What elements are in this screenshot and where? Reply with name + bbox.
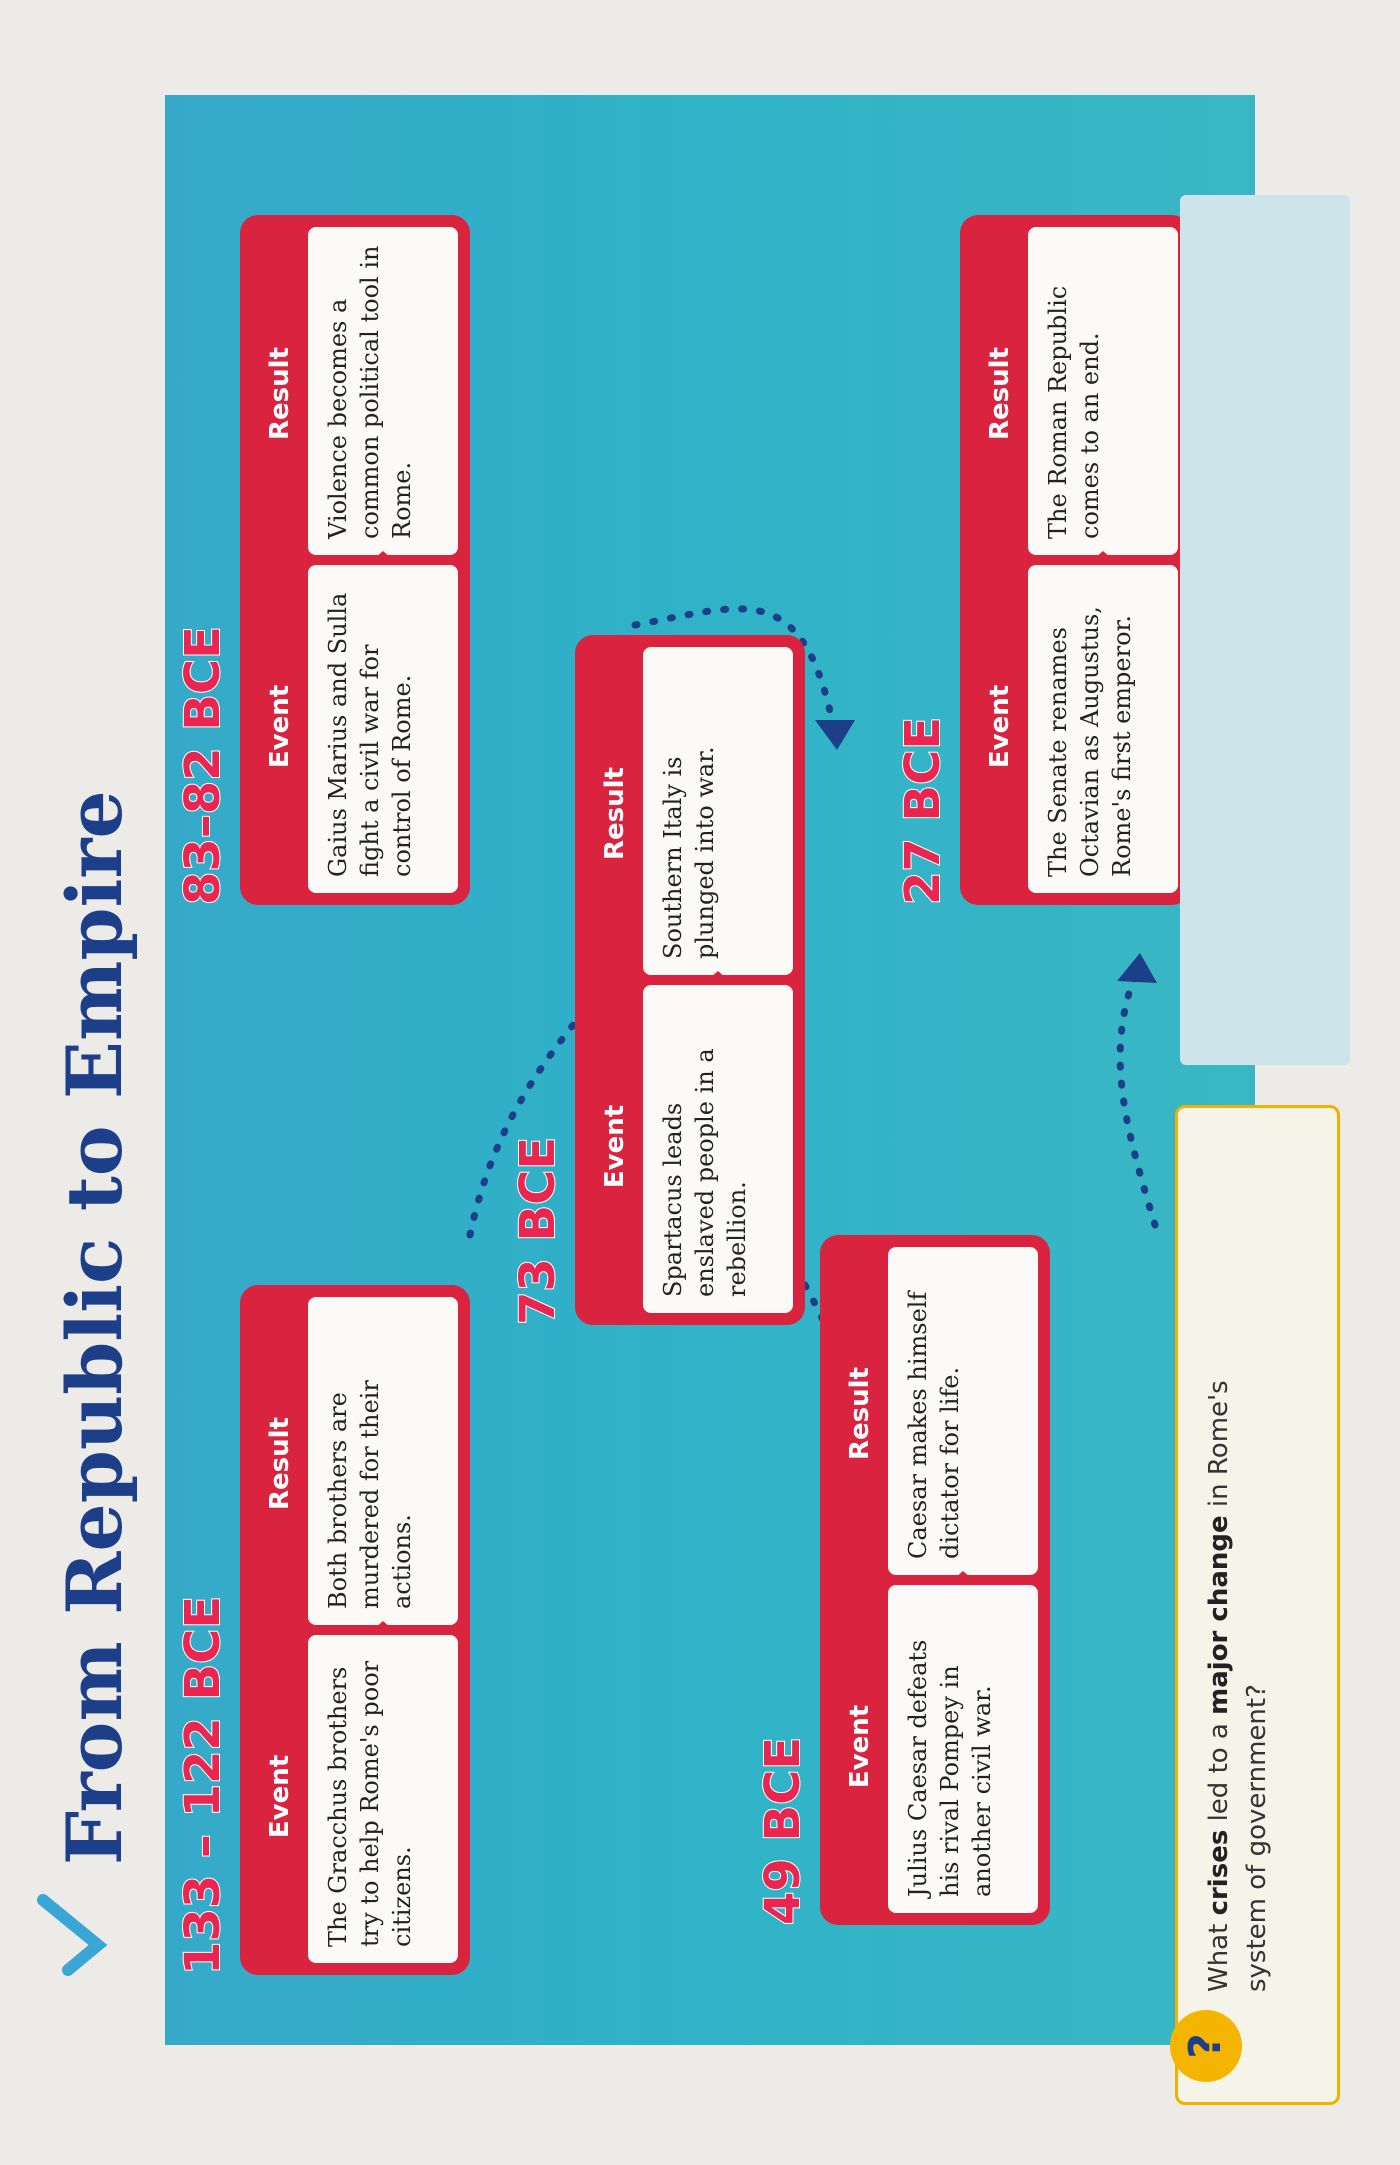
question-line-2: system of government? — [1242, 1684, 1272, 1992]
keyword-crises: crises — [1204, 1829, 1234, 1916]
checkmark-icon — [37, 1894, 108, 1976]
result-text: The Roman Republic comes to an end. — [1028, 227, 1178, 555]
date-label: 27 BCE — [894, 716, 952, 906]
result-text: Caesar makes himself dictator for life. — [888, 1247, 1038, 1575]
date-label: 49 BCE — [754, 1736, 812, 1926]
result-text: Both brothers are murdered for their act… — [308, 1297, 458, 1625]
event-text: The Senate renames Octavian as Augustus,… — [1028, 565, 1178, 893]
event-card: Event Result Julius Caesar defeats his r… — [820, 1235, 1050, 1925]
question-box: ? What crises led to a major change in R… — [1170, 1105, 1340, 2105]
event-text: Spartacus leads enslaved people in a reb… — [643, 985, 793, 1313]
date-label: 133 – 122 BCE — [174, 1595, 232, 1976]
keyword-major-change: major change — [1204, 1515, 1234, 1715]
event-card: Event Result Gaius Marius and Sulla figh… — [240, 215, 470, 905]
event-card: Event Result The Gracchus brothers try t… — [240, 1285, 470, 1975]
answer-area[interactable] — [1180, 195, 1350, 1065]
date-label: 83–82 BCE — [174, 625, 232, 906]
event-card: Event Result Spartacus leads enslaved pe… — [575, 635, 805, 1325]
result-text: Southern Italy is plunged into war. — [643, 647, 793, 975]
question-mark-icon: ? — [1170, 2010, 1242, 2082]
event-header: Event — [265, 1754, 295, 1839]
event-text: Gaius Marius and Sulla fight a civil war… — [308, 565, 458, 893]
timeline-panel: 133 – 122 BCE Event Result The Gracchus … — [165, 95, 1255, 2045]
event-header: Event — [845, 1704, 875, 1789]
page-title: From Republic to Empire — [50, 790, 139, 1865]
event-card: Event Result The Senate renames Octavian… — [960, 215, 1190, 905]
result-header: Result — [985, 347, 1015, 440]
result-header: Result — [265, 1417, 295, 1510]
event-header: Event — [985, 684, 1015, 769]
event-text: The Gracchus brothers try to help Rome's… — [308, 1635, 458, 1963]
event-header: Event — [600, 1104, 630, 1189]
result-header: Result — [600, 767, 630, 860]
event-text: Julius Caesar defeats his rival Pompey i… — [888, 1585, 1038, 1913]
result-header: Result — [265, 347, 295, 440]
date-label: 73 BCE — [509, 1136, 567, 1326]
event-header: Event — [265, 684, 295, 769]
question-line-1: What crises led to a major change in Rom… — [1204, 1380, 1234, 1992]
result-text: Violence becomes a common political tool… — [308, 227, 458, 555]
result-header: Result — [845, 1367, 875, 1460]
